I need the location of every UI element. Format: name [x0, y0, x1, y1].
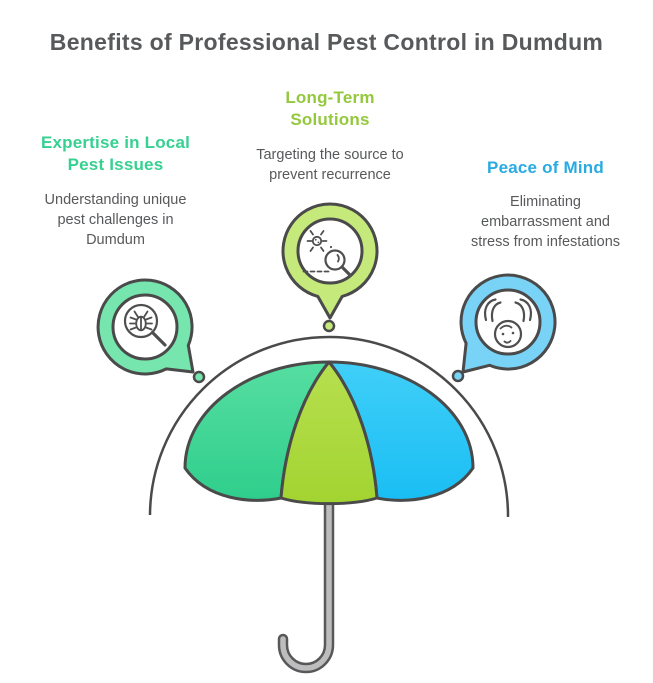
page-title: Benefits of Professional Pest Control in… [49, 29, 604, 55]
speech-bubble-expertise [96, 278, 195, 376]
benefit-expertise: Expertise in Local Pest Issues Understan… [13, 132, 218, 250]
connector-arc [148, 335, 510, 518]
benefit-peace: Peace of Mind Eliminating embarrassment … [438, 157, 653, 252]
benefit-longterm-heading: Long-Term Solutions [285, 88, 375, 130]
benefit-peace-description: Eliminating embarrassment and stress fro… [470, 194, 621, 251]
benefit-longterm-description: Targeting the source to prevent recurren… [256, 146, 404, 183]
connector-dot-longterm [322, 319, 336, 333]
connector-dot-expertise [192, 370, 206, 384]
umbrella-panel-center [279, 360, 379, 506]
benefit-peace-heading: Peace of Mind [487, 158, 604, 177]
germs-search-icon [302, 230, 353, 278]
worried-face-icon [483, 298, 533, 349]
umbrella-handle [277, 493, 335, 674]
bug-search-icon [123, 303, 167, 347]
connector-dot-peace [451, 369, 465, 383]
speech-bubble-peace [459, 273, 557, 374]
benefit-expertise-heading: Expertise in Local Pest Issues [40, 133, 191, 175]
speech-bubble-longterm [281, 202, 379, 320]
benefit-expertise-description: Understanding unique pest challenges in … [44, 191, 187, 248]
umbrella-canopy [183, 360, 475, 506]
benefit-longterm: Long-Term Solutions Targeting the source… [221, 87, 439, 185]
